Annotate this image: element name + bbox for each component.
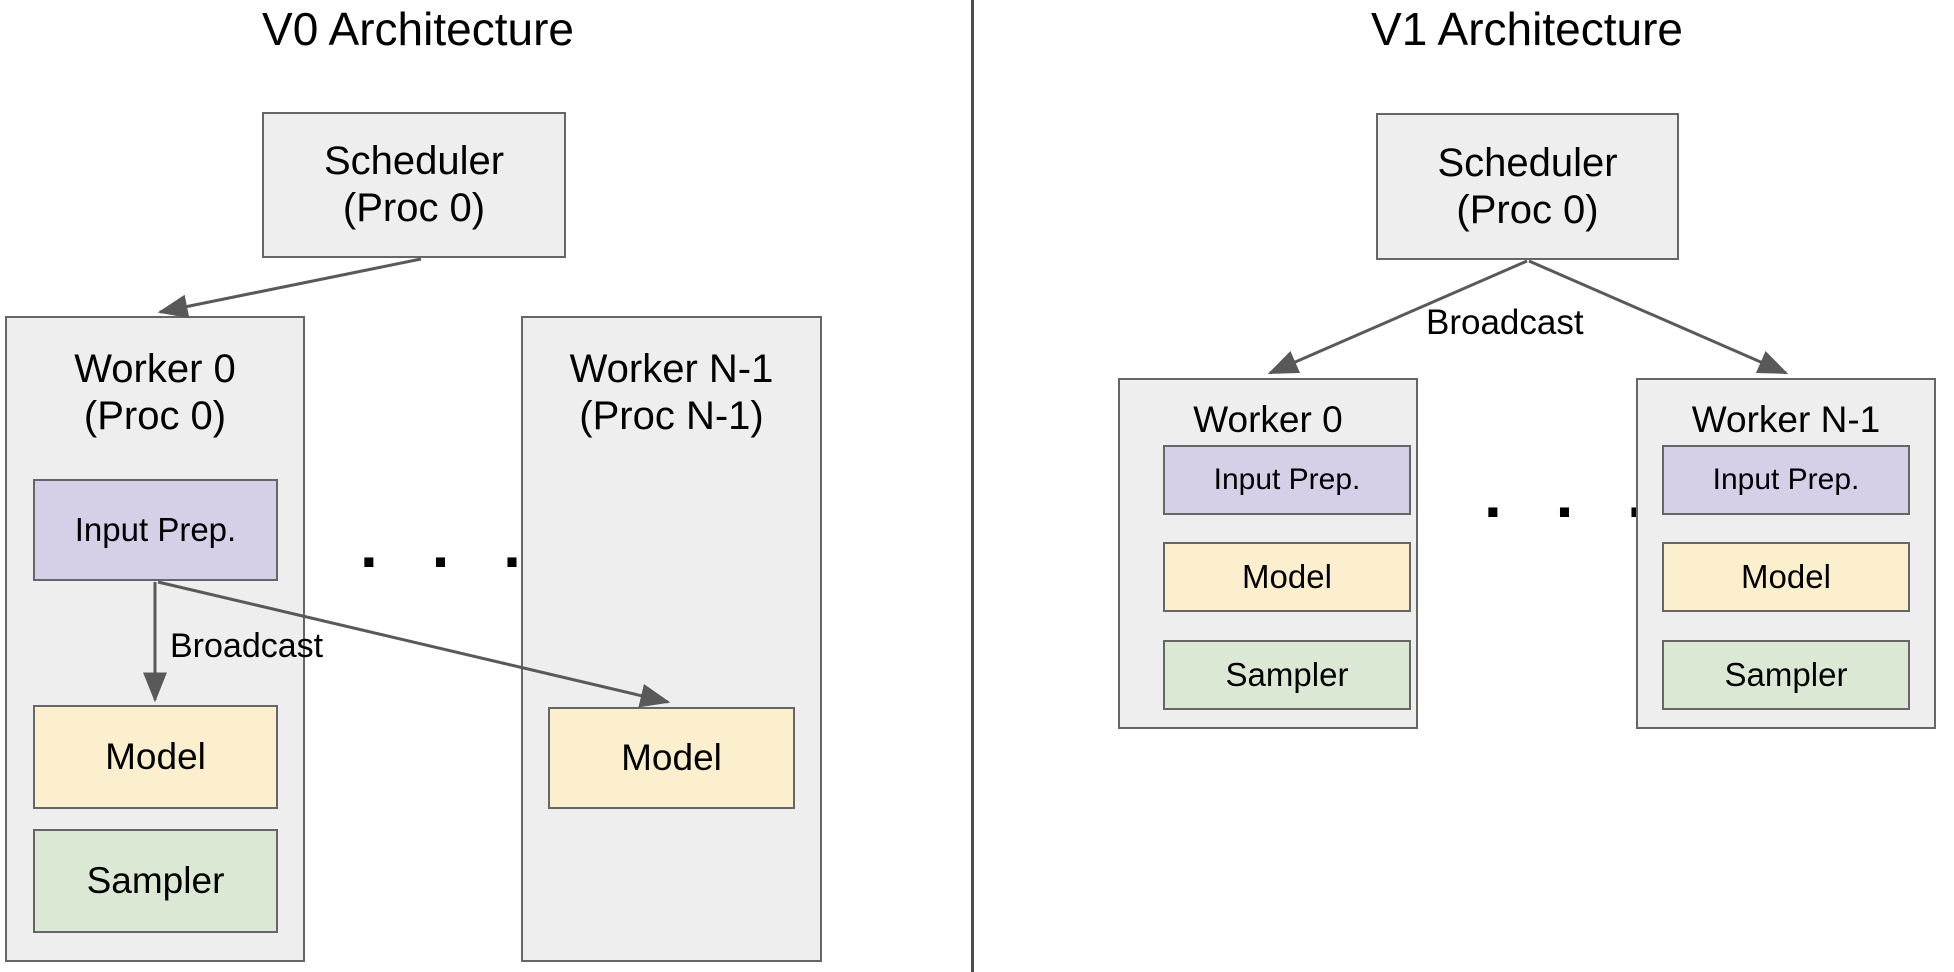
v1-worker-0-model-box[interactable]: Model [1163,542,1411,612]
v0-worker-n1-heading: Worker N-1 (Proc N-1) [523,346,820,440]
v1-worker-0-model-label: Model [1242,558,1332,595]
v0-worker-0-line1: Worker 0 [74,347,236,391]
v0-worker-n1-model-label: Model [621,737,722,778]
v0-scheduler-line2: (Proc 0) [342,186,486,230]
v1-worker-0-sampler-label: Sampler [1225,656,1349,693]
v1-scheduler-line2: (Proc 0) [1456,187,1599,232]
v0-worker-0-model-label: Model [105,736,206,777]
vertical-divider [971,0,974,972]
v0-arrow-scheduler-to-worker0 [157,257,422,319]
v0-worker-0-heading: Worker 0 (Proc 0) [7,346,303,440]
panel-title-v1: V1 Architecture [1371,3,1683,55]
v0-scheduler-line1: Scheduler [323,139,505,183]
v1-worker-n1-model-box[interactable]: Model [1662,542,1910,612]
v1-worker-0-sampler-box[interactable]: Sampler [1163,640,1411,710]
v1-worker-0-input-prep-box[interactable]: Input Prep. [1163,445,1411,515]
v0-worker-0-input-prep-label: Input Prep. [74,511,237,548]
v1-worker-n1-model-label: Model [1741,558,1831,595]
v0-scheduler-box[interactable]: Scheduler (Proc 0) [262,112,566,258]
v0-ellipsis: . . . [360,509,539,581]
v1-scheduler-box[interactable]: Scheduler (Proc 0) [1376,113,1679,260]
v1-worker-0-input-prep-label: Input Prep. [1213,463,1361,496]
v0-worker-n1-line1: Worker N-1 [569,347,774,391]
v0-worker-0-sampler-label: Sampler [86,860,225,901]
v1-worker-n1-line1: Worker N-1 [1691,399,1881,440]
v0-worker-0-input-prep-box[interactable]: Input Prep. [33,479,278,581]
v1-worker-0-line1: Worker 0 [1193,399,1343,440]
v0-worker-n1-line2: (Proc N-1) [579,394,764,438]
panel-title-v0: V0 Architecture [262,3,574,55]
v0-worker-0-model-box[interactable]: Model [33,705,278,809]
v1-worker-n1-input-prep-box[interactable]: Input Prep. [1662,445,1910,515]
v0-worker-0-sampler-box[interactable]: Sampler [33,829,278,933]
v1-ellipsis: . . . [1484,459,1663,531]
v0-worker-n1-model-box[interactable]: Model [548,707,795,809]
v0-worker-0-line2: (Proc 0) [83,394,227,438]
v1-scheduler-line1: Scheduler [1437,140,1618,185]
v0-worker-n1-container[interactable]: Worker N-1 (Proc N-1) [521,316,822,962]
v1-broadcast-label: Broadcast [1426,303,1584,342]
v1-worker-n1-input-prep-label: Input Prep. [1712,463,1860,496]
v1-worker-n1-sampler-label: Sampler [1724,656,1848,693]
v0-broadcast-label: Broadcast [170,627,324,665]
v1-worker-n1-sampler-box[interactable]: Sampler [1662,640,1910,710]
